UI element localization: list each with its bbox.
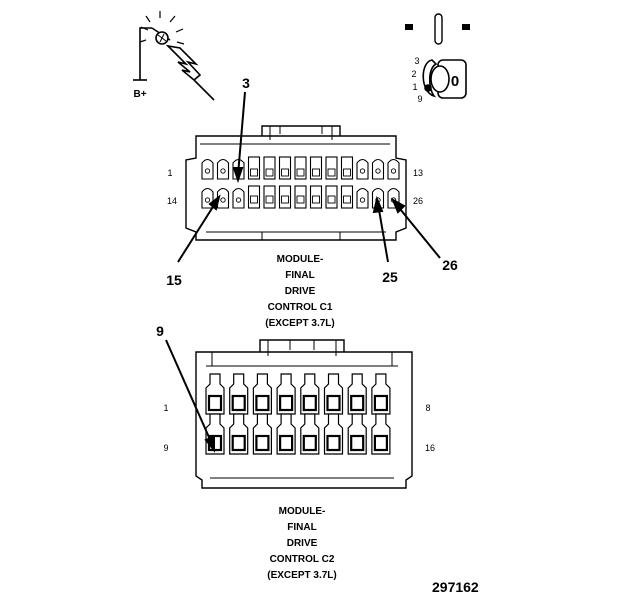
c1-caption-line-1: MODULE-: [277, 254, 324, 265]
c2-cavity: [323, 373, 344, 415]
c1-row1-start-label: 1: [167, 168, 172, 178]
c1-cavity: [340, 185, 354, 209]
c2-caption-line-4: CONTROL C2: [270, 554, 335, 565]
c2-cavity-grid: [205, 373, 391, 455]
c1-cavity: [247, 156, 261, 180]
c1-cavity: [294, 156, 307, 180]
c1-cavity: [309, 156, 323, 180]
ignition-position-2: 2: [411, 69, 416, 79]
c1-callout-leaders: [177, 91, 441, 263]
figure-number: 297162: [432, 579, 479, 595]
ignition-key-glyph: 0: [451, 73, 459, 90]
c2-cavity: [229, 373, 249, 415]
c2-caption-line-5: (EXCEPT 3.7L): [267, 570, 336, 581]
c2-cavity: [300, 413, 320, 455]
ignition-switch-icon: [405, 13, 470, 45]
c1-cavity: [325, 156, 338, 180]
c1-cavity: [387, 158, 400, 180]
c2-cavity: [252, 373, 272, 415]
ignition-position-3: 3: [414, 56, 419, 66]
connector-c2: [195, 339, 413, 489]
c2-cavity: [205, 373, 225, 415]
c1-cavity: [216, 187, 230, 209]
c1-caption-line-5: (EXCEPT 3.7L): [265, 318, 334, 329]
c1-cavity: [263, 156, 276, 180]
ignition-position-1: 1: [412, 82, 417, 92]
c2-cavity: [347, 413, 367, 455]
c1-row1-end-label: 13: [413, 168, 423, 178]
c2-row2-end-label: 16: [425, 443, 435, 453]
callout-pin-15: 15: [166, 272, 182, 288]
c2-cavity: [276, 373, 296, 415]
c1-cavity: [263, 185, 276, 209]
callout-pin-25: 25: [382, 269, 398, 285]
connector-c1: [185, 125, 407, 241]
c2-caption-line-3: DRIVE: [287, 538, 318, 549]
c1-cavity: [325, 185, 338, 209]
ignition-position-9: 9: [417, 94, 422, 104]
c2-row2-start-label: 9: [163, 443, 168, 453]
c2-cavity: [252, 413, 272, 455]
c1-cavity: [278, 185, 292, 209]
c1-cavity: [340, 156, 354, 180]
c2-cavity: [347, 373, 367, 415]
test-light-icon: [139, 11, 215, 101]
callout-pin-26: 26: [442, 257, 458, 273]
c2-cavity: [371, 373, 391, 415]
c1-cavity: [247, 185, 261, 209]
c2-caption-line-1: MODULE-: [279, 506, 326, 517]
c1-cavity: [371, 158, 385, 180]
c1-row2-start-label: 14: [167, 196, 177, 206]
c1-cavity: [356, 158, 369, 180]
c1-caption: MODULE- FINAL DRIVE CONTROL C1 (EXCEPT 3…: [265, 254, 334, 329]
c2-cavity: [276, 413, 296, 455]
ignition-key-icon: [422, 59, 467, 99]
c1-cavity: [309, 185, 323, 209]
c2-cavity: [371, 413, 391, 455]
c1-caption-line-3: DRIVE: [285, 286, 316, 297]
c2-row1-end-label: 8: [425, 403, 430, 413]
c1-cavity: [278, 156, 292, 180]
c2-row1-start-label: 1: [163, 403, 168, 413]
c2-cavity: [300, 373, 320, 415]
battery-label: B+: [133, 89, 146, 100]
c1-cavity: [356, 187, 369, 209]
c1-caption-line-4: CONTROL C1: [268, 302, 333, 313]
c1-caption-line-2: FINAL: [285, 270, 314, 281]
c2-caption-line-2: FINAL: [287, 522, 316, 533]
c1-row2-end-label: 26: [413, 196, 423, 206]
c2-cavity: [229, 413, 249, 455]
c1-cavity: [216, 158, 230, 180]
c1-cavity: [201, 158, 214, 180]
c2-callout-leader: [165, 339, 215, 453]
c2-caption: MODULE- FINAL DRIVE CONTROL C2 (EXCEPT 3…: [267, 506, 336, 581]
c1-cavity: [232, 187, 245, 209]
c2-cavity: [323, 413, 344, 455]
callout-pin-9: 9: [156, 323, 164, 339]
callout-pin-3: 3: [242, 75, 250, 91]
c1-cavity: [294, 185, 307, 209]
